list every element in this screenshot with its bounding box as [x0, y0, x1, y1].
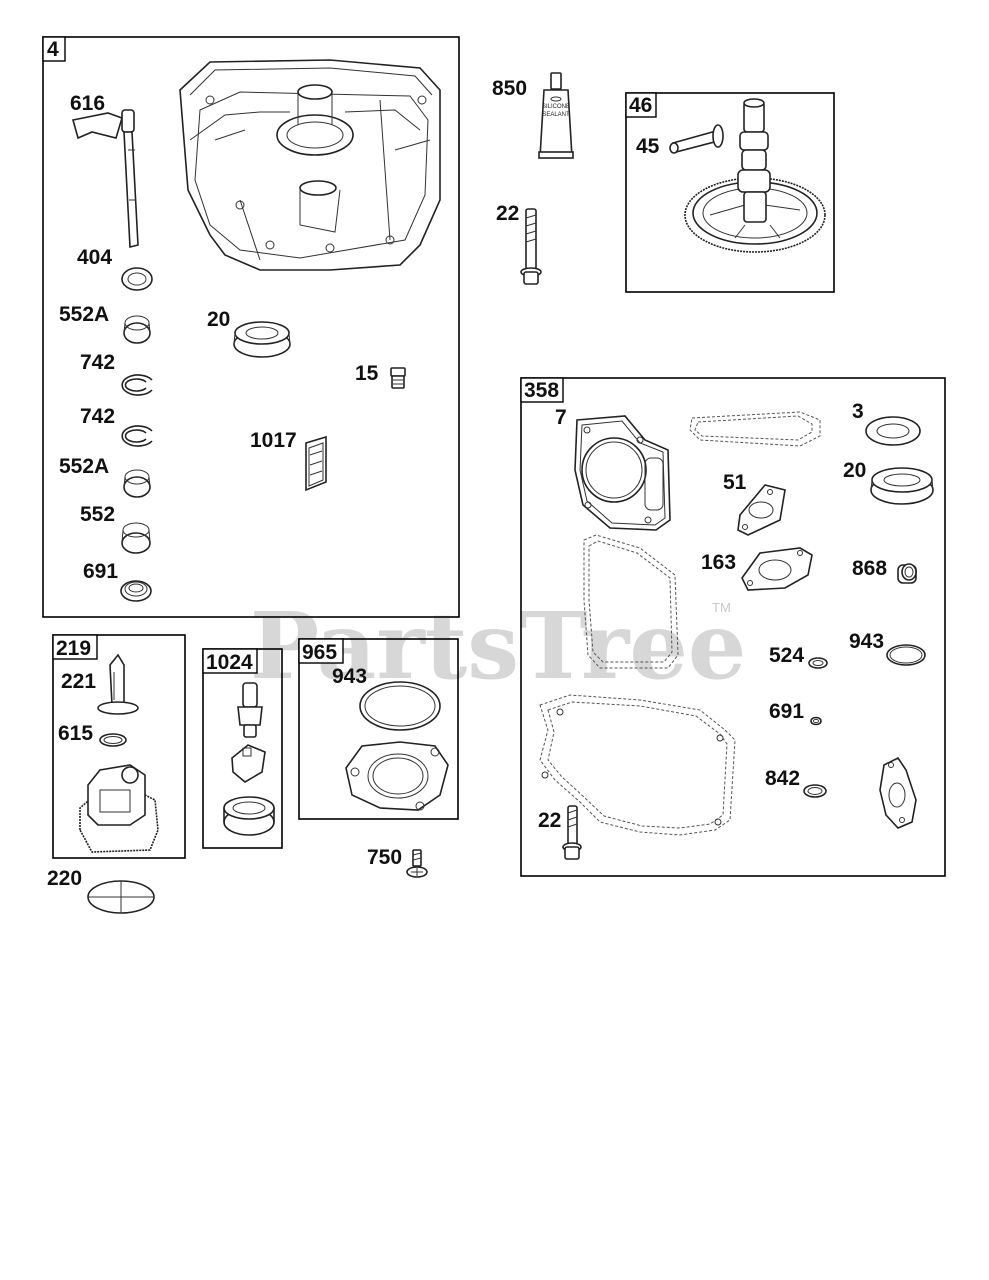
o-ring-943-right[interactable] [886, 644, 926, 666]
governor-cup-221[interactable] [97, 653, 139, 715]
label-51: 51 [723, 471, 747, 494]
label-15: 15 [355, 362, 379, 385]
group-tag-965 [298, 638, 344, 664]
pump-cover-plate[interactable] [345, 741, 449, 811]
group-tag-1024 [202, 648, 258, 674]
watermark-trademark: TM [712, 600, 731, 615]
group-box-4 [42, 36, 460, 618]
governor-gear-assembly[interactable] [79, 764, 159, 853]
group-label-46: 46 [629, 94, 652, 117]
label-20-left: 20 [207, 308, 230, 331]
label-742-upper: 742 [80, 351, 115, 374]
washer-404[interactable] [121, 267, 153, 291]
bolt-22-bottom[interactable] [562, 805, 582, 860]
label-691-right: 691 [769, 700, 804, 723]
washer-615[interactable] [99, 733, 127, 747]
sump-gasket[interactable] [539, 694, 736, 836]
e-ring-742-lower[interactable] [121, 425, 153, 447]
bolt-22-top[interactable] [520, 208, 542, 285]
ring-524[interactable] [808, 657, 828, 669]
head-gasket-7[interactable] [574, 415, 671, 531]
label-22-top: 22 [496, 202, 519, 225]
label-221: 221 [61, 670, 96, 693]
label-220: 220 [47, 867, 82, 890]
label-524: 524 [769, 644, 804, 667]
group-box-46 [625, 92, 835, 293]
governor-shaft[interactable] [71, 109, 139, 249]
sealant-tube-850[interactable]: SILICONE SEALANT [538, 72, 574, 159]
label-868: 868 [852, 557, 887, 580]
group-label-358: 358 [524, 379, 559, 402]
label-22-bottom: 22 [538, 809, 561, 832]
label-1017: 1017 [250, 429, 297, 452]
label-691-left: 691 [83, 560, 118, 583]
label-943-left: 943 [332, 665, 367, 688]
pump-shaft[interactable] [237, 682, 263, 738]
o-ring-943-left[interactable] [359, 681, 441, 731]
group-label-1024: 1024 [206, 651, 253, 674]
label-552a-upper: 552A [59, 303, 109, 326]
oil-seal-20-right[interactable] [870, 467, 934, 505]
screw-750[interactable] [406, 849, 428, 878]
bushing-552[interactable] [121, 522, 151, 554]
e-ring-742-upper[interactable] [121, 374, 153, 396]
group-box-965 [298, 638, 459, 820]
label-552a-lower: 552A [59, 455, 109, 478]
sump-cover-drawing[interactable] [179, 59, 441, 271]
label-742-lower: 742 [80, 405, 115, 428]
filter-1017[interactable] [305, 435, 327, 492]
group-label-965: 965 [302, 641, 337, 664]
group-box-358 [520, 377, 946, 877]
flange-gasket[interactable] [879, 756, 917, 829]
label-850: 850 [492, 77, 527, 100]
gasket-163[interactable] [741, 547, 813, 591]
gear-disc-220[interactable] [87, 880, 155, 914]
gasket-51[interactable] [737, 484, 786, 536]
label-404: 404 [77, 246, 112, 269]
ring-842[interactable] [803, 784, 827, 798]
bushing-552a-lower[interactable] [123, 469, 151, 498]
group-label-4: 4 [47, 38, 59, 61]
pump-rotor-inner[interactable] [231, 744, 266, 783]
label-615: 615 [58, 722, 93, 745]
sealant-text-1: SILICONE [542, 104, 570, 110]
seal-691-right[interactable] [810, 716, 822, 726]
label-943-right: 943 [849, 630, 884, 653]
group-box-219 [52, 634, 186, 859]
valve-cover-gasket[interactable] [689, 411, 821, 447]
camshaft-gear[interactable] [684, 98, 826, 253]
pin-45[interactable] [669, 124, 724, 154]
label-750: 750 [367, 846, 402, 869]
group-tag-219 [52, 634, 98, 660]
seal-3[interactable] [865, 416, 921, 446]
group-label-219: 219 [56, 637, 91, 660]
label-3: 3 [852, 400, 864, 423]
label-552: 552 [80, 503, 115, 526]
group-tag-4 [42, 36, 66, 62]
label-20-right: 20 [843, 459, 866, 482]
label-7: 7 [555, 406, 567, 429]
label-616: 616 [70, 92, 105, 115]
pump-rotor-outer[interactable] [223, 796, 275, 836]
oil-seal-20-left[interactable] [233, 321, 291, 358]
label-163: 163 [701, 551, 736, 574]
seal-691-left[interactable] [120, 580, 152, 602]
label-45: 45 [636, 135, 660, 158]
sealant-text-2: SEALANT [542, 112, 570, 118]
group-tag-46 [625, 92, 657, 118]
plug-868[interactable] [897, 563, 917, 584]
breather-gasket[interactable] [583, 534, 679, 669]
bushing-552a-upper[interactable] [123, 315, 151, 344]
group-tag-358 [520, 377, 564, 403]
plug-15[interactable] [390, 367, 406, 389]
label-842: 842 [765, 767, 800, 790]
